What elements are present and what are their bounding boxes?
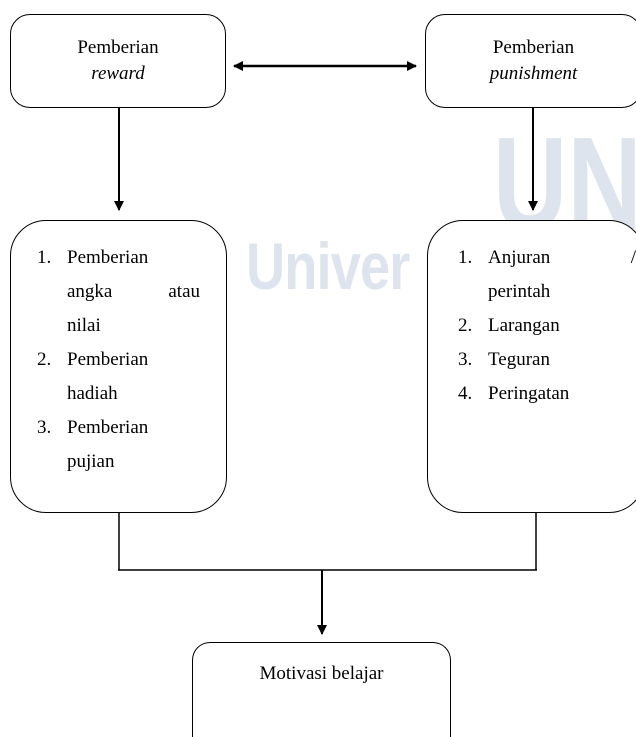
list-item: 2. Pemberian hadiah xyxy=(37,343,200,411)
motivation-label: Motivasi belajar xyxy=(259,663,384,684)
list-item: 1. Pemberian angka atau nilai xyxy=(37,241,200,343)
list-item: 4. Peringatan xyxy=(458,377,636,411)
list-item-number: 1. xyxy=(37,247,52,268)
list-item-number: 1. xyxy=(458,247,473,268)
list-item-text: Peringatan xyxy=(488,377,636,411)
reward-box-line1: Pemberian xyxy=(77,37,159,58)
list-item-number: 2. xyxy=(458,315,473,336)
list-item-line: Pemberian xyxy=(67,349,149,370)
list-item-line: Pemberian xyxy=(67,417,149,438)
list-item-text: Larangan xyxy=(488,309,636,343)
list-item-number: 3. xyxy=(37,417,52,438)
motivation-box: Motivasi belajar xyxy=(192,642,451,737)
list-item-line: angka atau xyxy=(67,281,200,302)
list-item-text: Pemberian angka atau nilai xyxy=(67,241,200,343)
list-item-line: Larangan xyxy=(488,315,560,336)
punishment-box: Pemberian punishment xyxy=(425,14,636,108)
list-item: 3. Teguran xyxy=(458,343,636,377)
list-item-line: nilai xyxy=(67,315,101,336)
list-item-line: hadiah xyxy=(67,383,118,404)
list-item: 2. Larangan xyxy=(458,309,636,343)
list-item-number: 3. xyxy=(458,349,473,370)
list-item-line: Teguran xyxy=(488,349,550,370)
list-item: 3. Pemberian pujian xyxy=(37,411,200,479)
punishment-list: 1. Anjuran / perintah 2. Larangan 3. Teguran 4.… xyxy=(458,241,636,411)
list-item-line: pujian xyxy=(67,451,115,472)
reward-box-line2: reward xyxy=(91,63,145,84)
list-item-text: Anjuran / perintah xyxy=(488,241,636,309)
list-item-line: perintah xyxy=(488,281,551,302)
list-item-number: 4. xyxy=(458,383,473,404)
reward-list: 1. Pemberian angka atau nilai 2. Pemberian had… xyxy=(37,241,200,479)
list-item-number: 2. xyxy=(37,349,52,370)
list-item-text: Pemberian pujian xyxy=(67,411,200,479)
punishment-box-line2: punishment xyxy=(489,63,578,84)
punishment-box-line1: Pemberian xyxy=(492,37,575,58)
reward-list-box: 1. Pemberian angka atau nilai 2. Pemberian had… xyxy=(10,220,227,513)
reward-box: Pemberian reward xyxy=(10,14,226,108)
punishment-list-box: 1. Anjuran / perintah 2. Larangan 3. Teguran 4.… xyxy=(427,220,636,513)
list-item: 1. Anjuran / perintah xyxy=(458,241,636,309)
list-item-text: Pemberian hadiah xyxy=(67,343,200,411)
list-item-text: Teguran xyxy=(488,343,636,377)
list-item-line: Anjuran / xyxy=(488,247,636,268)
list-item-line: Pemberian xyxy=(67,247,149,268)
list-item-line: Peringatan xyxy=(488,383,570,404)
